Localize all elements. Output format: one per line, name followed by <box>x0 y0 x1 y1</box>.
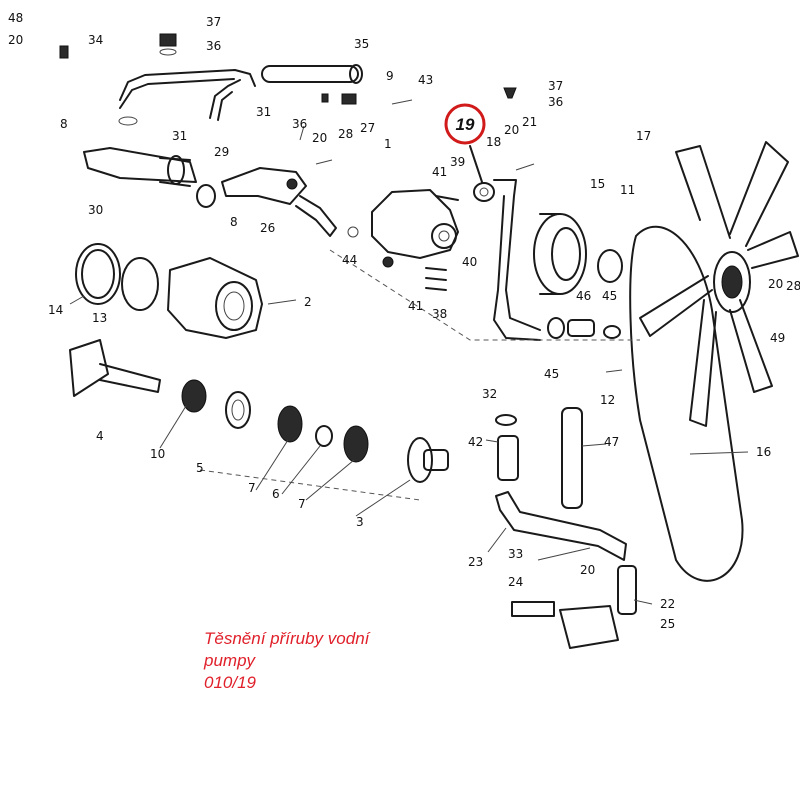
part-label-37b: 37 <box>548 79 563 93</box>
part-label-41b: 41 <box>408 299 423 313</box>
part-label-14: 14 <box>48 303 63 317</box>
v-belt <box>629 225 744 582</box>
part-label-32: 32 <box>482 387 497 401</box>
part-label-37a: 37 <box>206 15 221 29</box>
part-label-20a: 20 <box>8 33 23 47</box>
part-label-36b: 36 <box>548 95 563 109</box>
leader-lines <box>69 125 749 605</box>
highlight-marker: 19 <box>444 103 486 183</box>
part-label-3: 3 <box>356 515 364 529</box>
bearings <box>277 405 449 483</box>
part-label-20c: 20 <box>504 123 519 137</box>
part-label-11: 11 <box>620 183 635 197</box>
part-label-5: 5 <box>196 461 204 475</box>
part-label-45b: 45 <box>544 367 559 381</box>
water-pump-body <box>347 189 459 268</box>
part-label-41a: 41 <box>432 165 447 179</box>
part-label-16: 16 <box>756 445 771 459</box>
manifold-tube <box>83 147 197 187</box>
part-label-44: 44 <box>342 253 357 267</box>
part-label-28b: 28 <box>786 279 800 293</box>
part-label-8a: 8 <box>60 117 68 131</box>
pump-housing-2 <box>167 257 263 339</box>
part-label-8b: 8 <box>230 215 238 229</box>
part-label-34: 34 <box>88 33 103 47</box>
part-label-26: 26 <box>260 221 275 235</box>
highlight-leader <box>469 145 483 183</box>
part-label-20b: 20 <box>312 131 327 145</box>
part-label-18: 18 <box>486 135 501 149</box>
seal-rings <box>75 243 159 311</box>
bolts-41-38 <box>425 195 459 291</box>
part-label-36c: 36 <box>292 117 307 131</box>
cooling-fan <box>639 141 799 427</box>
part-label-43: 43 <box>418 73 433 87</box>
part-label-47: 47 <box>604 435 619 449</box>
part-label-38: 38 <box>432 307 447 321</box>
part-label-1: 1 <box>384 137 392 151</box>
part-label-20d: 20 <box>768 277 783 291</box>
highlight-number: 19 <box>456 115 475 134</box>
part-label-39: 39 <box>450 155 465 169</box>
caption-line-2: pumpy <box>204 651 256 670</box>
part-label-12: 12 <box>600 393 615 407</box>
part-label-10: 10 <box>150 447 165 461</box>
flange-tube <box>473 87 541 341</box>
part-label-31b: 31 <box>172 129 187 143</box>
hose-fittings <box>547 317 623 373</box>
part-label-9: 9 <box>386 69 394 83</box>
part-label-7b: 7 <box>298 497 306 511</box>
part-label-28a: 28 <box>338 127 353 141</box>
part-label-40: 40 <box>462 255 477 269</box>
part-label-35: 35 <box>354 37 369 51</box>
part-label-36a: 36 <box>206 39 221 53</box>
part-label-42: 42 <box>468 435 483 449</box>
part-label-46: 46 <box>576 289 591 303</box>
part-label-13: 13 <box>92 311 107 325</box>
part-label-24: 24 <box>508 575 523 589</box>
thermostat-arm <box>196 159 337 237</box>
part-label-23: 23 <box>468 555 483 569</box>
part-label-48: 48 <box>8 11 23 25</box>
part-label-30: 30 <box>88 203 103 217</box>
part-label-29: 29 <box>214 145 229 159</box>
part-label-31a: 31 <box>256 105 271 119</box>
part-label-20e: 20 <box>580 563 595 577</box>
pulley <box>533 213 623 295</box>
lower-hoses <box>495 407 637 649</box>
part-caption: Těsnění příruby vodní pumpy 010/19 <box>204 628 464 694</box>
caption-line-3: 010/19 <box>204 673 256 692</box>
upper-pipe-assembly <box>59 33 413 126</box>
part-label-33: 33 <box>508 547 523 561</box>
part-label-25: 25 <box>660 617 675 631</box>
part-label-27: 27 <box>360 121 375 135</box>
part-label-21: 21 <box>522 115 537 129</box>
part-label-17: 17 <box>636 129 651 143</box>
impeller-shaft <box>69 339 251 429</box>
part-label-4: 4 <box>96 429 104 443</box>
part-label-2: 2 <box>304 295 312 309</box>
part-label-45a: 45 <box>602 289 617 303</box>
part-label-7a: 7 <box>248 481 256 495</box>
part-label-22: 22 <box>660 597 675 611</box>
part-label-15: 15 <box>590 177 605 191</box>
part-label-49: 49 <box>770 331 785 345</box>
caption-line-1: Těsnění příruby vodní <box>204 629 370 648</box>
highlight-circle <box>444 103 486 145</box>
part-label-6: 6 <box>272 487 280 501</box>
flange-gasket <box>473 182 495 202</box>
